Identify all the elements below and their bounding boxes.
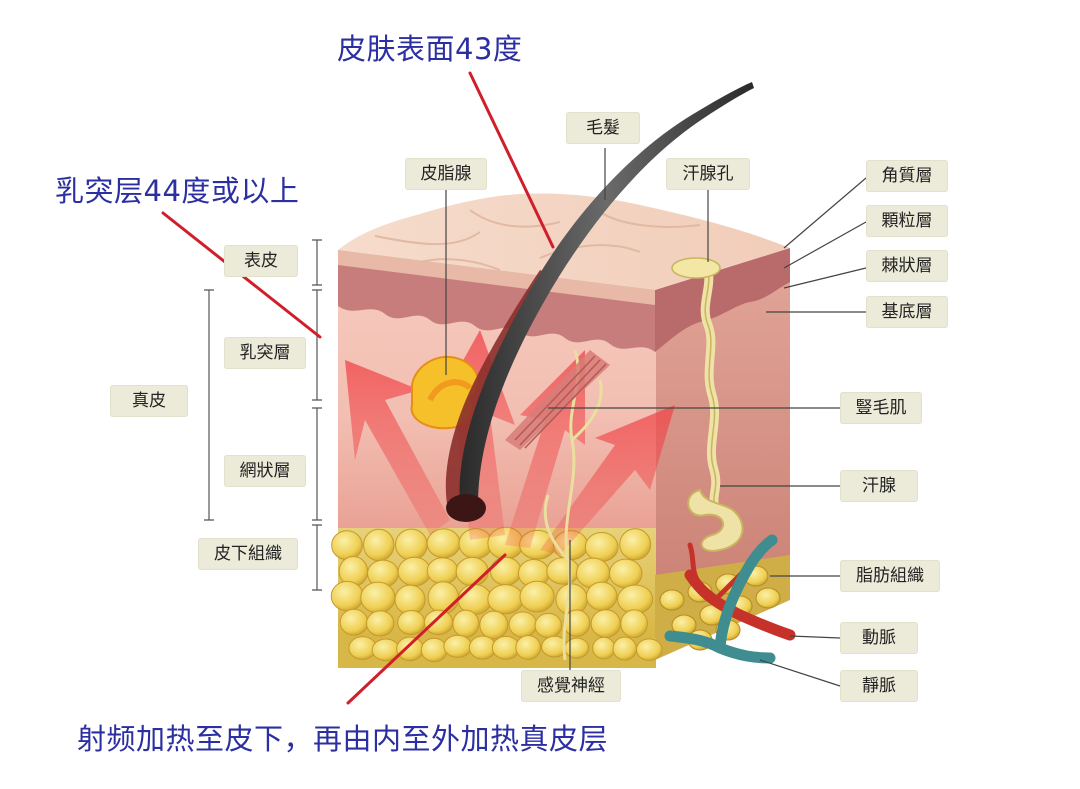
fat-cell — [420, 637, 448, 663]
epidermis-band — [338, 250, 655, 352]
label-reticular-layer: 網狀層 — [224, 455, 306, 487]
label-stratum-spinosum: 棘狀層 — [866, 250, 948, 282]
leader-lines — [445, 148, 867, 687]
label-adipose-tissue: 脂肪組織 — [840, 560, 940, 592]
pointer-rf — [346, 553, 507, 705]
fat-cell — [612, 636, 637, 661]
sweat-pore-shape — [671, 257, 721, 279]
fat-cell — [635, 638, 663, 661]
fat-cell — [339, 608, 369, 636]
fat-cell — [330, 580, 364, 612]
label-arrector-pili: 豎毛肌 — [840, 392, 922, 424]
label-sweat-gland: 汗腺 — [840, 470, 918, 502]
heat-arrow-right — [540, 405, 675, 555]
layer-brackets — [204, 239, 322, 591]
fat-cell — [564, 637, 590, 659]
fat-cell — [590, 609, 621, 638]
fat-cell — [508, 611, 538, 638]
label-sweat-pore: 汗腺孔 — [666, 158, 750, 190]
fat-cell — [659, 589, 685, 611]
arrector-pili-shape — [505, 350, 610, 450]
fat-cell — [479, 610, 509, 640]
label-hair: 毛髮 — [566, 112, 640, 144]
fat-cell — [534, 612, 563, 639]
fat-cell — [397, 556, 432, 587]
label-stratum-corneum: 角質層 — [866, 160, 948, 192]
annotation-rf-heating: 射频加热至皮下，再由内至外加热真皮层 — [77, 722, 609, 756]
annotation-surface-temp: 皮肤表面43度 — [337, 32, 523, 66]
fat-cell — [331, 530, 363, 561]
fat-cell — [452, 609, 480, 638]
surface-creases — [374, 209, 701, 271]
fat-cell — [396, 636, 424, 662]
fat-cell — [555, 583, 588, 616]
fat-cell — [619, 528, 652, 561]
fat-cell — [490, 556, 522, 586]
heat-arrow-left — [345, 360, 450, 535]
fat-cell — [443, 634, 473, 658]
fat-cell — [585, 581, 618, 611]
fat-cell — [515, 634, 542, 660]
label-epidermis: 表皮 — [224, 245, 298, 277]
skin-block-side — [655, 248, 790, 625]
fat-cell — [360, 581, 396, 614]
fat-cell — [397, 610, 426, 636]
fat-cells — [330, 526, 781, 663]
fat-cell — [455, 556, 489, 587]
fat-cell — [755, 587, 781, 609]
label-stratum-basale: 基底層 — [866, 296, 948, 328]
label-subcutaneous-tissue: 皮下組織 — [198, 538, 298, 570]
sweat-gland-coil — [687, 488, 744, 552]
epidermis-side — [655, 248, 790, 352]
label-dermis: 真皮 — [110, 385, 188, 417]
fat-cell — [395, 528, 428, 561]
sebaceous-gland-inner — [427, 379, 473, 402]
fat-cell — [519, 580, 555, 613]
fat-cell — [620, 609, 648, 638]
arrector-pili-fibers — [514, 355, 607, 449]
fat-cell — [427, 581, 460, 615]
fat-cell — [584, 531, 619, 562]
label-artery: 動脈 — [840, 622, 918, 654]
label-stratum-granulosum: 顆粒層 — [866, 205, 948, 237]
fat-cell — [423, 609, 454, 636]
fat-cell — [487, 584, 524, 615]
fat-cell — [592, 636, 616, 660]
vein-shape — [664, 534, 778, 664]
label-sebaceous-gland: 皮脂腺 — [405, 158, 487, 190]
annotation-papillary-temp: 乳突层44度或以上 — [55, 174, 300, 208]
label-vein: 靜脈 — [840, 670, 918, 702]
sensory-nerve-shape — [543, 349, 603, 661]
fat-cell — [426, 557, 459, 585]
hair-bulb — [446, 494, 486, 522]
fat-cell — [363, 528, 395, 562]
label-sensory-nerve: 感覺神經 — [521, 670, 621, 702]
fat-cell — [608, 558, 643, 589]
fat-cell — [617, 584, 654, 615]
label-papillary-layer: 乳突層 — [224, 337, 306, 369]
fat-cell — [546, 557, 580, 585]
sweat-duct-outline — [704, 267, 719, 511]
fat-cell — [366, 610, 395, 637]
epidermis-upper — [338, 250, 655, 305]
pointer-surface — [468, 71, 555, 249]
